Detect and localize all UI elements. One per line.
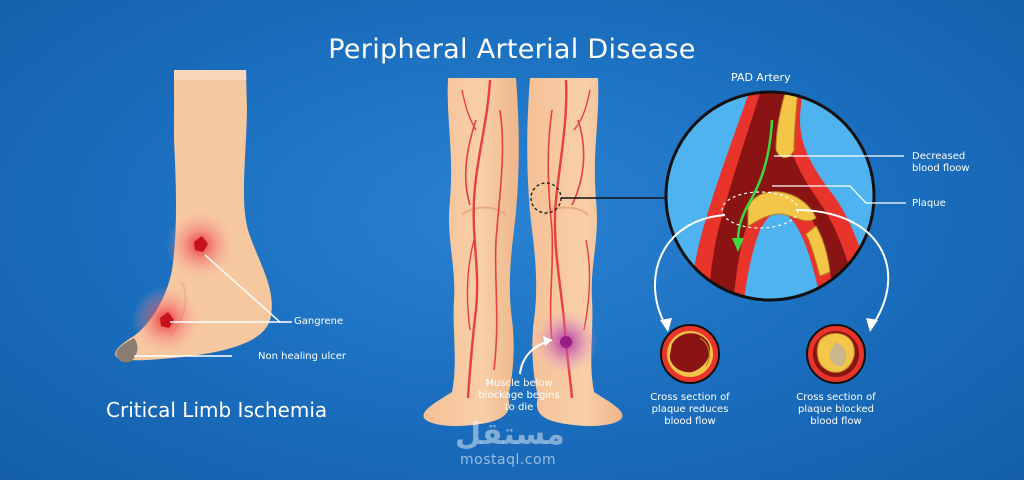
cross-section-blocked-caption: Cross section of plaque blocked blood fl…: [784, 392, 888, 428]
watermark-arabic: مستقل: [455, 417, 565, 452]
caption-line: blood flow: [664, 416, 716, 427]
caption-line: plaque reduces: [651, 404, 729, 415]
caption-line: Cross section of: [650, 392, 730, 403]
artery-magnifier: [653, 90, 906, 332]
decreased-flow-line: blood floow: [912, 163, 970, 174]
legs-illustration: [423, 78, 666, 426]
watermark-domain: mostaql.com: [460, 452, 557, 468]
cross-section-reduced-caption: Cross section of plaque reduces blood fl…: [638, 392, 742, 428]
foot-illustration: [115, 70, 292, 363]
caption-line: plaque blocked: [798, 404, 874, 415]
muscle-label: Muscle below blockage begins to die: [470, 378, 568, 414]
cross-section-reduced: [660, 324, 720, 384]
gangrene-label: Gangrene: [294, 316, 344, 327]
decreased-flow-line: Decreased: [912, 151, 966, 162]
caption-line: blood flow: [810, 416, 862, 427]
cross-section-blocked: [806, 324, 866, 384]
muscle-label-line: Muscle below: [485, 378, 553, 389]
muscle-label-line: to die: [504, 402, 534, 413]
plaque-label: Plaque: [912, 198, 946, 209]
foot-heading: Critical Limb Ischemia: [106, 398, 328, 422]
decreased-flow-label: Decreased blood floow: [912, 151, 970, 175]
page-title: Peripheral Arterial Disease: [328, 34, 696, 65]
artery-heading: PAD Artery: [731, 71, 791, 84]
ulcer-label: Non healing ulcer: [258, 351, 347, 362]
muscle-label-line: blockage begins: [478, 390, 560, 401]
caption-line: Cross section of: [796, 392, 876, 403]
